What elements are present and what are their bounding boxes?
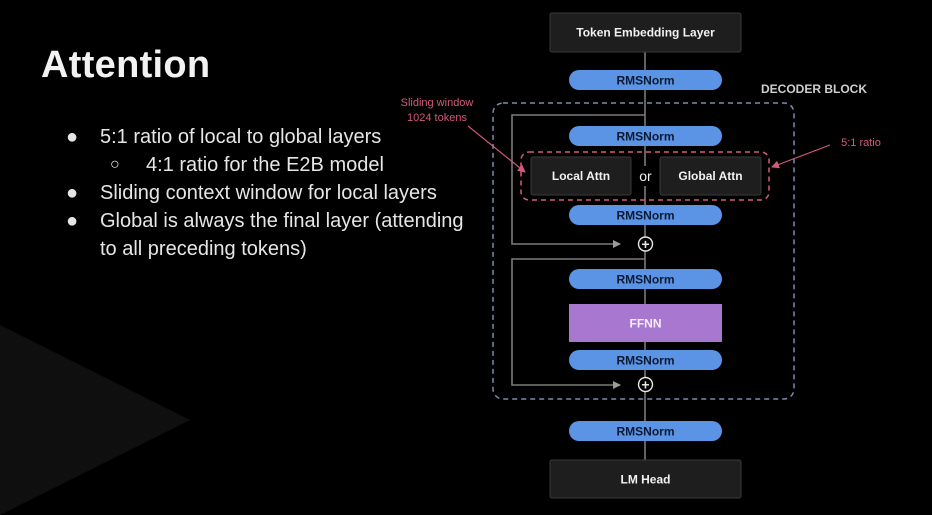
rmsnorm-label: RMSNorm (616, 354, 674, 368)
bullet-text: Sliding context window for local layers (100, 182, 437, 204)
sub-bullet-item: ○ 4:1 ratio for the E2B model (66, 151, 466, 179)
bullet-dot-icon: ● (66, 210, 79, 232)
background-triangle-decoration (0, 325, 190, 515)
sliding-window-annotation-line2: 1024 tokens (407, 112, 467, 124)
rmsnorm-label: RMSNorm (616, 130, 674, 144)
attention-options-highlight (520, 151, 770, 201)
rmsnorm-pill (569, 421, 722, 441)
sliding-window-annotation-line1: Sliding window (401, 97, 474, 109)
plus-sign: + (641, 236, 649, 252)
residual-connection-arrow (511, 258, 645, 389)
sub-bullet-text: 4:1 ratio for the E2B model (146, 154, 384, 176)
global-attn-box (659, 156, 762, 196)
or-label-background (636, 166, 655, 186)
global-attn-label: Global Attn (678, 169, 742, 183)
rmsnorm-pill (569, 205, 722, 225)
decoder-block-border (492, 102, 795, 400)
token-embedding-layer-box (549, 12, 742, 53)
bullet-text: 5:1 ratio of local to global layers (100, 126, 382, 148)
token-embedding-label: Token Embedding Layer (576, 26, 715, 40)
bullet-item: ● Global is always the final layer (atte… (66, 207, 466, 263)
or-label: or (639, 168, 652, 184)
rmsnorm-label: RMSNorm (616, 74, 674, 88)
local-attn-box (530, 156, 632, 196)
slide-title: Attention (41, 44, 211, 86)
sub-bullet-circle-icon: ○ (110, 156, 120, 173)
ffnn-label: FFNN (630, 317, 662, 331)
lm-head-label: LM Head (620, 473, 670, 487)
lm-head-box (549, 459, 742, 499)
rmsnorm-pill (569, 70, 722, 90)
plus-sign: + (641, 377, 649, 393)
bullet-dot-icon: ● (66, 182, 79, 204)
rmsnorm-label: RMSNorm (616, 425, 674, 439)
bullet-list: ● 5:1 ratio of local to global layers ○ … (66, 123, 466, 263)
sliding-window-arrow (467, 125, 526, 173)
bullet-item: ● Sliding context window for local layer… (66, 179, 466, 207)
ffnn-box (569, 304, 722, 342)
ratio-annotation: 5:1 ratio (841, 137, 881, 149)
rmsnorm-pill (569, 269, 722, 289)
bullet-item: ● 5:1 ratio of local to global layers (66, 123, 466, 151)
residual-connection-arrow (511, 114, 645, 248)
rmsnorm-pill (569, 126, 722, 146)
rmsnorm-label: RMSNorm (616, 273, 674, 287)
bullet-dot-icon: ● (66, 126, 79, 148)
decoder-block-label: DECODER BLOCK (761, 82, 867, 96)
ratio-arrow (771, 144, 831, 169)
residual-add-icon (637, 236, 654, 252)
local-attn-label: Local Attn (552, 169, 610, 183)
rmsnorm-pill (569, 350, 722, 370)
bullet-text: Global is always the final layer (attend… (100, 210, 464, 260)
rmsnorm-label: RMSNorm (616, 209, 674, 223)
residual-add-icon (637, 376, 654, 393)
